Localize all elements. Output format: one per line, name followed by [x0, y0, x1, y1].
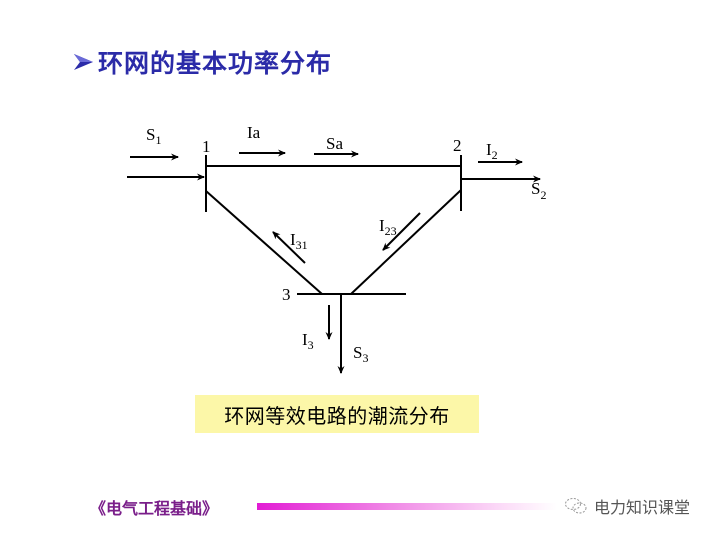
diagram-caption-text: 环网等效电路的潮流分布 [224, 403, 450, 428]
label-i31: I31 [290, 230, 308, 252]
label-i23: I23 [379, 216, 397, 238]
arrow-i23 [382, 212, 421, 251]
watermark-text: 电力知识课堂 [594, 498, 691, 517]
line-1-3 [205, 190, 323, 295]
label-s1: S1 [146, 125, 161, 147]
slide-title-text: 环网的基本功率分布 [98, 49, 333, 78]
wechat-icon [565, 498, 587, 514]
label-i3: I3 [302, 330, 314, 352]
footer-gradient-bar [257, 503, 557, 510]
label-i2: I2 [486, 140, 498, 162]
label-s2: S2 [531, 179, 546, 202]
arrow-i31 [272, 231, 306, 264]
label-sa: Sa [326, 134, 343, 153]
watermark: 电力知识课堂 [564, 494, 690, 518]
diagram-caption: 环网等效电路的潮流分布 [195, 395, 479, 433]
node-3-label: 3 [282, 285, 291, 304]
node-1-label: 1 [202, 137, 211, 156]
label-ia: Ia [247, 123, 261, 142]
label-s3: S3 [353, 343, 368, 365]
arrowhead-bullet-icon [74, 54, 93, 70]
slide-title: 环网的基本功率分布 [72, 42, 332, 82]
node-2-label: 2 [453, 136, 462, 155]
course-title: 《电气工程基础》 [90, 499, 219, 518]
line-2-3 [350, 189, 462, 295]
